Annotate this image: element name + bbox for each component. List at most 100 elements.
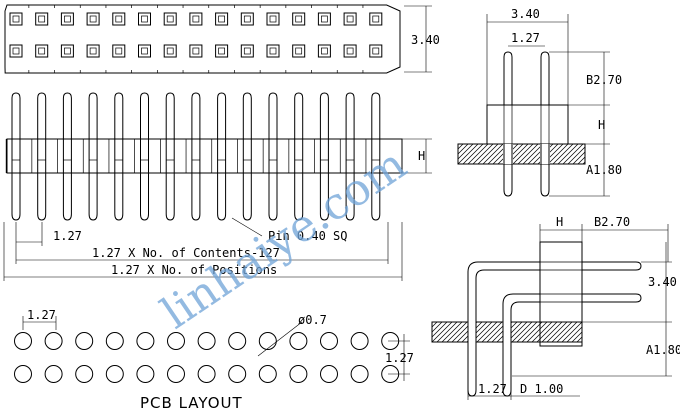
top-dim-width-label: 3.40 — [411, 33, 440, 47]
top-pin-inner — [218, 15, 225, 23]
pcb-hole — [14, 332, 32, 350]
top-pin-outer — [292, 12, 306, 26]
hatch-line — [472, 143, 494, 165]
ra-dim-a-label: A1.80 — [646, 343, 680, 357]
top-pin-inner — [141, 47, 148, 55]
hatch-line — [477, 143, 499, 165]
pcb-hole — [14, 365, 32, 383]
hatch-line — [536, 321, 558, 343]
top-pin-inner — [321, 15, 328, 23]
pcb-hole — [197, 332, 216, 350]
hatch-line — [526, 321, 548, 343]
front-pin — [37, 92, 47, 221]
pcb-hole — [44, 332, 63, 350]
pcb-hole — [75, 365, 94, 383]
front-pin — [371, 92, 381, 221]
top-pin-outer — [35, 44, 49, 58]
side-body — [486, 104, 569, 145]
top-pin-outer — [9, 44, 23, 58]
side-pcb-hole-2 — [540, 144, 550, 164]
top-pin-outer — [163, 44, 177, 58]
top-pin-outer — [317, 12, 331, 26]
pcb-dia-leader — [257, 321, 303, 357]
front-dim-pitch-label: 1.27 — [53, 229, 82, 243]
side-pin-right — [540, 51, 550, 197]
hatch-line — [531, 321, 553, 343]
top-pin-inner — [166, 15, 174, 23]
top-pin-inner — [269, 15, 277, 23]
ra-body-front — [539, 241, 583, 323]
side-dim-a-label: A1.80 — [586, 163, 622, 177]
top-pin-outer — [369, 44, 383, 58]
front-pin — [319, 92, 329, 221]
pin-note-label: Pin 0.40 SQ — [268, 229, 347, 243]
hatch-line — [431, 321, 453, 343]
top-pin-inner — [166, 47, 174, 55]
hatch-line — [476, 321, 498, 343]
top-pin-outer — [240, 12, 254, 26]
hatch-line — [512, 143, 534, 165]
pcb-hole — [105, 365, 124, 383]
hatch-line — [521, 321, 543, 343]
hatch-line — [436, 321, 458, 343]
front-view-pins — [5, 92, 381, 221]
hatch-line — [431, 321, 438, 328]
front-pin — [294, 92, 304, 221]
top-pin-inner — [269, 47, 277, 55]
top-view-pins — [9, 5, 383, 73]
hatch-line — [441, 321, 463, 343]
top-pin-outer — [292, 44, 306, 58]
top-pin-inner — [115, 47, 123, 55]
front-pin — [242, 92, 252, 221]
top-pin-inner — [64, 15, 71, 23]
hatch-line — [582, 161, 586, 165]
ra-dim-width-label: 3.40 — [648, 275, 677, 289]
pcb-pitch-x-label: 1.27 — [27, 308, 56, 322]
top-pin-outer — [163, 12, 177, 26]
top-pin-inner — [243, 47, 251, 55]
top-pin-inner — [192, 47, 200, 55]
front-pin — [11, 92, 21, 221]
top-pin-outer — [215, 44, 229, 58]
ra-dim-d-label: D 1.00 — [520, 382, 563, 396]
top-pin-outer — [343, 44, 357, 58]
top-pin-outer — [60, 12, 74, 26]
hatch-line — [572, 151, 586, 165]
hatch-line — [551, 321, 573, 343]
top-pin-outer — [215, 12, 229, 26]
front-pin — [114, 92, 124, 221]
pcb-pitch-y-label: 1.27 — [385, 351, 414, 365]
top-pin-inner — [295, 15, 303, 23]
top-view-outline — [4, 4, 401, 74]
pcb-hole — [350, 332, 369, 350]
top-pin-inner — [218, 47, 225, 55]
side-dim-b-label: B2.70 — [586, 73, 622, 87]
side-pcb-hole-1 — [503, 144, 513, 164]
pcb-holes — [14, 332, 400, 383]
top-pin-outer — [9, 12, 23, 26]
pcb-hole — [75, 332, 94, 350]
side-pcb-hatch — [457, 143, 586, 165]
hatch-line — [552, 143, 574, 165]
pcb-hole — [320, 365, 338, 383]
top-pin-inner — [321, 47, 328, 55]
top-pin-inner — [346, 15, 354, 23]
right-angle-view: H B2.70 3.40 A1.80 1.27 D 1.00 — [431, 215, 680, 400]
hatch-line — [557, 143, 579, 165]
top-pin-inner — [372, 47, 380, 55]
top-pin-outer — [86, 12, 100, 26]
top-pin-inner — [295, 47, 303, 55]
top-pin-outer — [112, 44, 126, 58]
pin-note-leader — [231, 217, 263, 237]
top-pin-inner — [243, 15, 251, 23]
front-pin — [217, 92, 227, 221]
ra-dim-b-label: B2.70 — [594, 215, 630, 229]
top-pin-outer — [112, 12, 126, 26]
hatch-line — [577, 156, 586, 165]
front-pin — [140, 92, 149, 221]
top-pin-outer — [189, 44, 203, 58]
hatch-line — [566, 326, 583, 343]
pcb-hole — [167, 365, 185, 383]
top-pin-inner — [12, 47, 20, 55]
